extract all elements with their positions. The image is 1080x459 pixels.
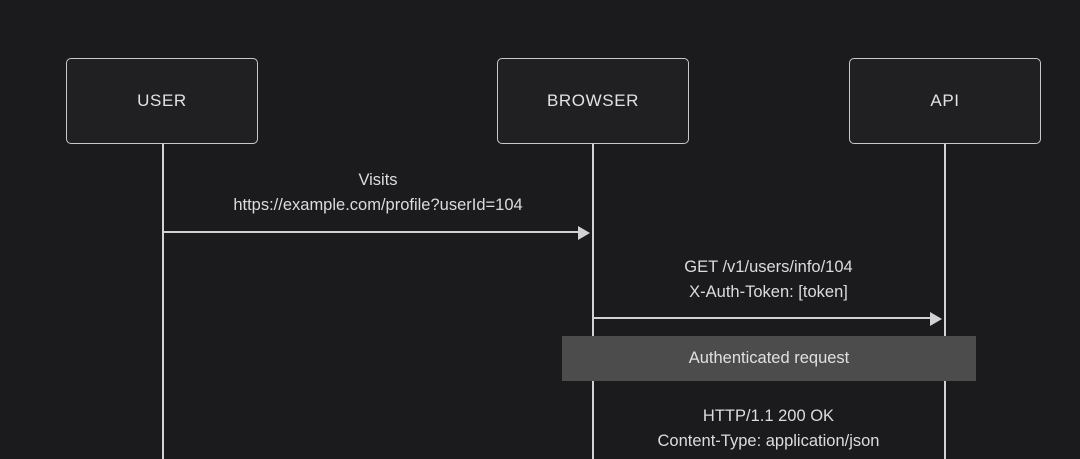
message-label-2-line2: X-Auth-Token: [token] (689, 283, 848, 301)
message-label-2: GET /v1/users/info/104 X-Auth-Token: [to… (593, 255, 944, 305)
note-authenticated-request: Authenticated request (562, 336, 976, 381)
participant-label-user: USER (137, 91, 187, 110)
message-arrow-2 (593, 317, 932, 319)
participant-box-api[interactable]: API (849, 58, 1041, 144)
participant-box-browser[interactable]: BROWSER (497, 58, 689, 144)
participant-box-user[interactable]: USER (66, 58, 258, 144)
note-text: Authenticated request (688, 349, 850, 367)
message-label-1: Visits https://example.com/profile?userI… (163, 168, 593, 218)
message-label-3-line1: HTTP/1.1 200 OK (702, 407, 835, 425)
lifeline-api (944, 144, 946, 459)
message-arrow-1 (163, 231, 581, 233)
message-label-1-line2: https://example.com/profile?userId=104 (233, 196, 523, 214)
message-label-3-line2: Content-Type: application/json (657, 432, 880, 450)
participant-label-api: API (930, 91, 960, 110)
arrowhead-right-icon-2 (930, 312, 942, 326)
message-label-3: HTTP/1.1 200 OK Content-Type: applicatio… (593, 404, 944, 454)
participant-label-browser: BROWSER (546, 91, 640, 110)
message-label-2-line1: GET /v1/users/info/104 (684, 258, 853, 276)
lifeline-user (162, 144, 164, 459)
lifeline-browser (592, 144, 594, 459)
arrowhead-right-icon-1 (578, 226, 590, 240)
message-label-1-line1: Visits (358, 171, 398, 189)
